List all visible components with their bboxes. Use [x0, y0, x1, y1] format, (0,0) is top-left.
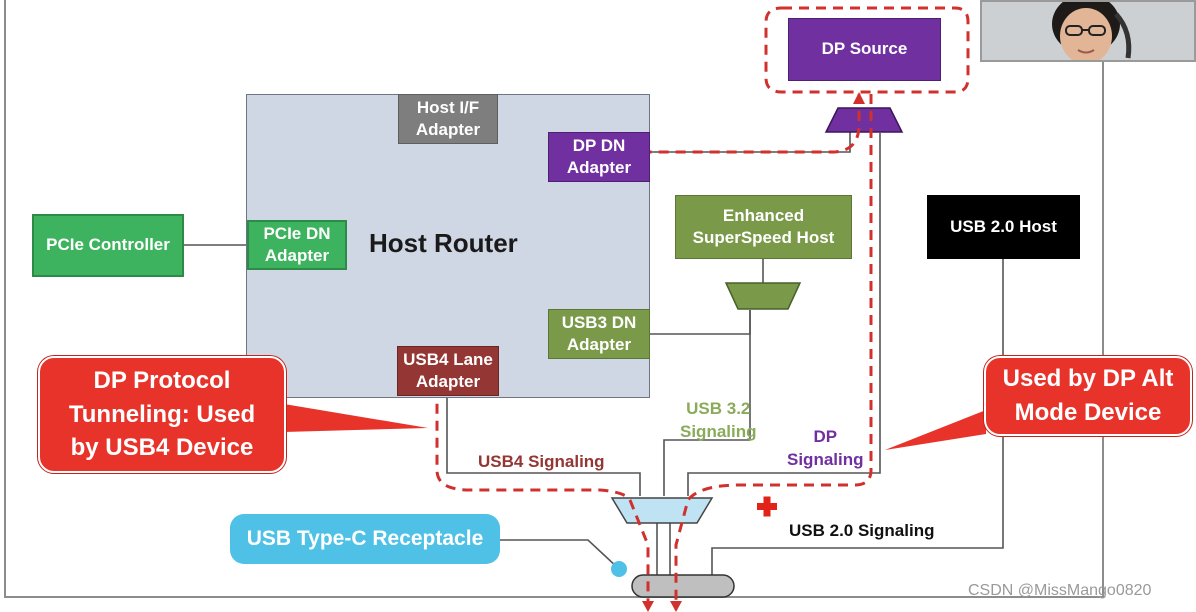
usb3-dn-adapter-line1: USB3 DN [561, 312, 637, 332]
watermark-text: CSDN @MissMango0820 [968, 582, 1152, 599]
signal-mux [610, 497, 714, 524]
usb4-lane-adapter-line2: Adapter [415, 372, 481, 391]
ess-host-line1: Enhanced [722, 205, 805, 225]
usb32-signaling-label: USB 3.2 Signaling [680, 398, 757, 444]
usb4-signaling-label: USB4 Signaling [478, 452, 605, 471]
plus-icon [757, 496, 777, 517]
type-c-receptacle-callout: USB Type-C Receptacle [230, 514, 500, 564]
host-if-adapter-line1: Host I/F [416, 97, 480, 117]
dp-dn-adapter-line2: Adapter [566, 158, 632, 177]
dp-source-mux [824, 107, 904, 133]
receptacle-leader [500, 539, 619, 569]
dp-dn-adapter: DP DN Adapter [548, 132, 650, 182]
host-router-title: Host Router [369, 228, 518, 258]
presenter-avatar-icon [982, 2, 1194, 60]
dp-tunneling-line3: by USB4 Device [70, 434, 254, 462]
pcie-controller-label: PCIe Controller [46, 235, 170, 255]
usb32-signaling-line2: Signaling [680, 421, 757, 441]
host-if-adapter: Host I/F Adapter [398, 94, 498, 144]
usb32-signaling-line1: USB 3.2 [686, 399, 751, 418]
pcie-dn-adapter: PCIe DN Adapter [247, 220, 347, 270]
dp-signaling-line1: DP [813, 427, 838, 446]
pcie-dn-adapter-line2: Adapter [264, 246, 330, 265]
dp-alt-pointer [885, 410, 986, 450]
dp-dn-adapter-line1: DP DN [572, 135, 626, 155]
dp-alt-path [674, 94, 873, 610]
dp-source-dashed-outline [764, 6, 970, 94]
receptacle-pointer-dot [611, 561, 627, 577]
enhanced-superspeed-host: Enhanced SuperSpeed Host [675, 195, 852, 259]
presenter-webcam [980, 0, 1196, 62]
dp-source-link [650, 132, 851, 153]
dp-alt-wire [687, 133, 881, 496]
ess-mux [724, 282, 802, 310]
dp-tunneling-line1: DP Protocol [93, 367, 231, 395]
usb3-mux-wire [663, 310, 751, 496]
usb20-signaling-label: USB 2.0 Signaling [789, 521, 935, 540]
dp-arrowhead-down-right [670, 601, 682, 612]
dp-source-label: DP Source [821, 39, 908, 59]
dp-arrowhead-up [853, 92, 865, 104]
usb4-wire [446, 397, 641, 496]
usb4-lane-adapter: USB4 Lane Adapter [397, 346, 499, 396]
dp-tunneling-line2: Tunneling: Used [68, 400, 256, 428]
dp-tunneling-pointer [284, 404, 428, 432]
dp-alt-mode-callout: Used by DP Alt Mode Device [984, 356, 1192, 436]
usb3-dn-adapter: USB3 DN Adapter [548, 309, 650, 359]
dp-alt-mode-line1: Used by DP Alt [1002, 365, 1174, 393]
pcie-dn-adapter-line1: PCIe DN [263, 223, 331, 243]
usb3-dn-adapter-line2: Adapter [566, 335, 632, 354]
ess-host-line2: SuperSpeed Host [692, 228, 835, 247]
usb4-lane-adapter-line1: USB4 Lane [403, 349, 493, 369]
usb20-host: USB 2.0 Host [927, 195, 1080, 259]
usb20-host-label: USB 2.0 Host [950, 216, 1057, 236]
dp-source: DP Source [788, 18, 941, 81]
dp-tunneling-callout: DP Protocol Tunneling: Used by USB4 Devi… [38, 356, 286, 473]
dp-arrowhead-down-left [642, 601, 654, 612]
dp-signaling-label: DP Signaling [787, 426, 864, 472]
dp-signaling-line2: Signaling [787, 449, 864, 469]
dp-tunneling-path [435, 94, 861, 610]
dp-alt-mode-line2: Mode Device [1014, 399, 1162, 426]
type-c-receptacle-icon [631, 574, 735, 598]
usb3-link [649, 310, 751, 335]
pcie-controller: PCIe Controller [32, 214, 184, 277]
host-if-adapter-line2: Adapter [415, 120, 481, 139]
